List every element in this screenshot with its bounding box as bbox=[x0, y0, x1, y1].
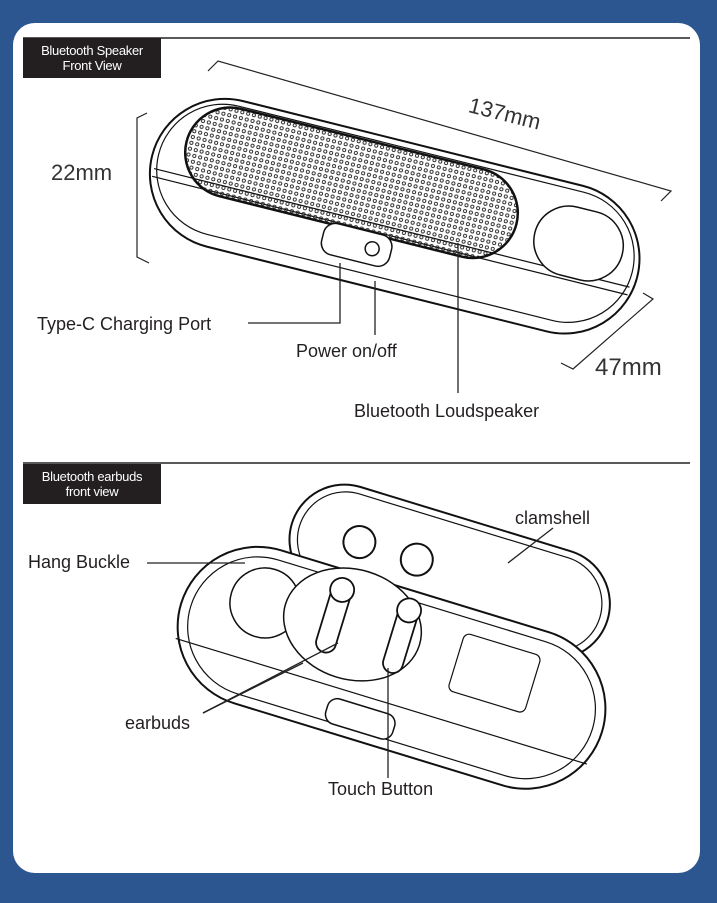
depth-dimension: 47mm bbox=[595, 354, 662, 381]
diagram-drawing bbox=[23, 37, 690, 790]
loudspeaker-label: Bluetooth Loudspeaker bbox=[354, 401, 540, 421]
speaker-section-title: Bluetooth Speaker Front View bbox=[23, 38, 161, 78]
earbuds-case-drawing bbox=[175, 483, 611, 790]
diagram-card: Bluetooth Speaker Front View 137mm 22mm … bbox=[13, 23, 700, 873]
title-line: front view bbox=[65, 484, 119, 499]
title-line: Front View bbox=[62, 58, 122, 73]
speaker-drawing bbox=[148, 97, 641, 335]
height-dimension: 22mm bbox=[51, 160, 113, 185]
touch-button-label: Touch Button bbox=[328, 779, 434, 799]
charging-port-label: Type-C Charging Port bbox=[37, 314, 212, 334]
hang-buckle-label: Hang Buckle bbox=[28, 552, 131, 572]
earbuds-label: earbuds bbox=[125, 713, 191, 733]
title-line: Bluetooth Speaker bbox=[41, 43, 143, 58]
title-line: Bluetooth earbuds bbox=[41, 469, 143, 484]
earbuds-section-title: Bluetooth earbuds front view bbox=[23, 464, 161, 504]
power-label: Power on/off bbox=[296, 341, 397, 361]
clamshell-label: clamshell bbox=[515, 508, 591, 528]
